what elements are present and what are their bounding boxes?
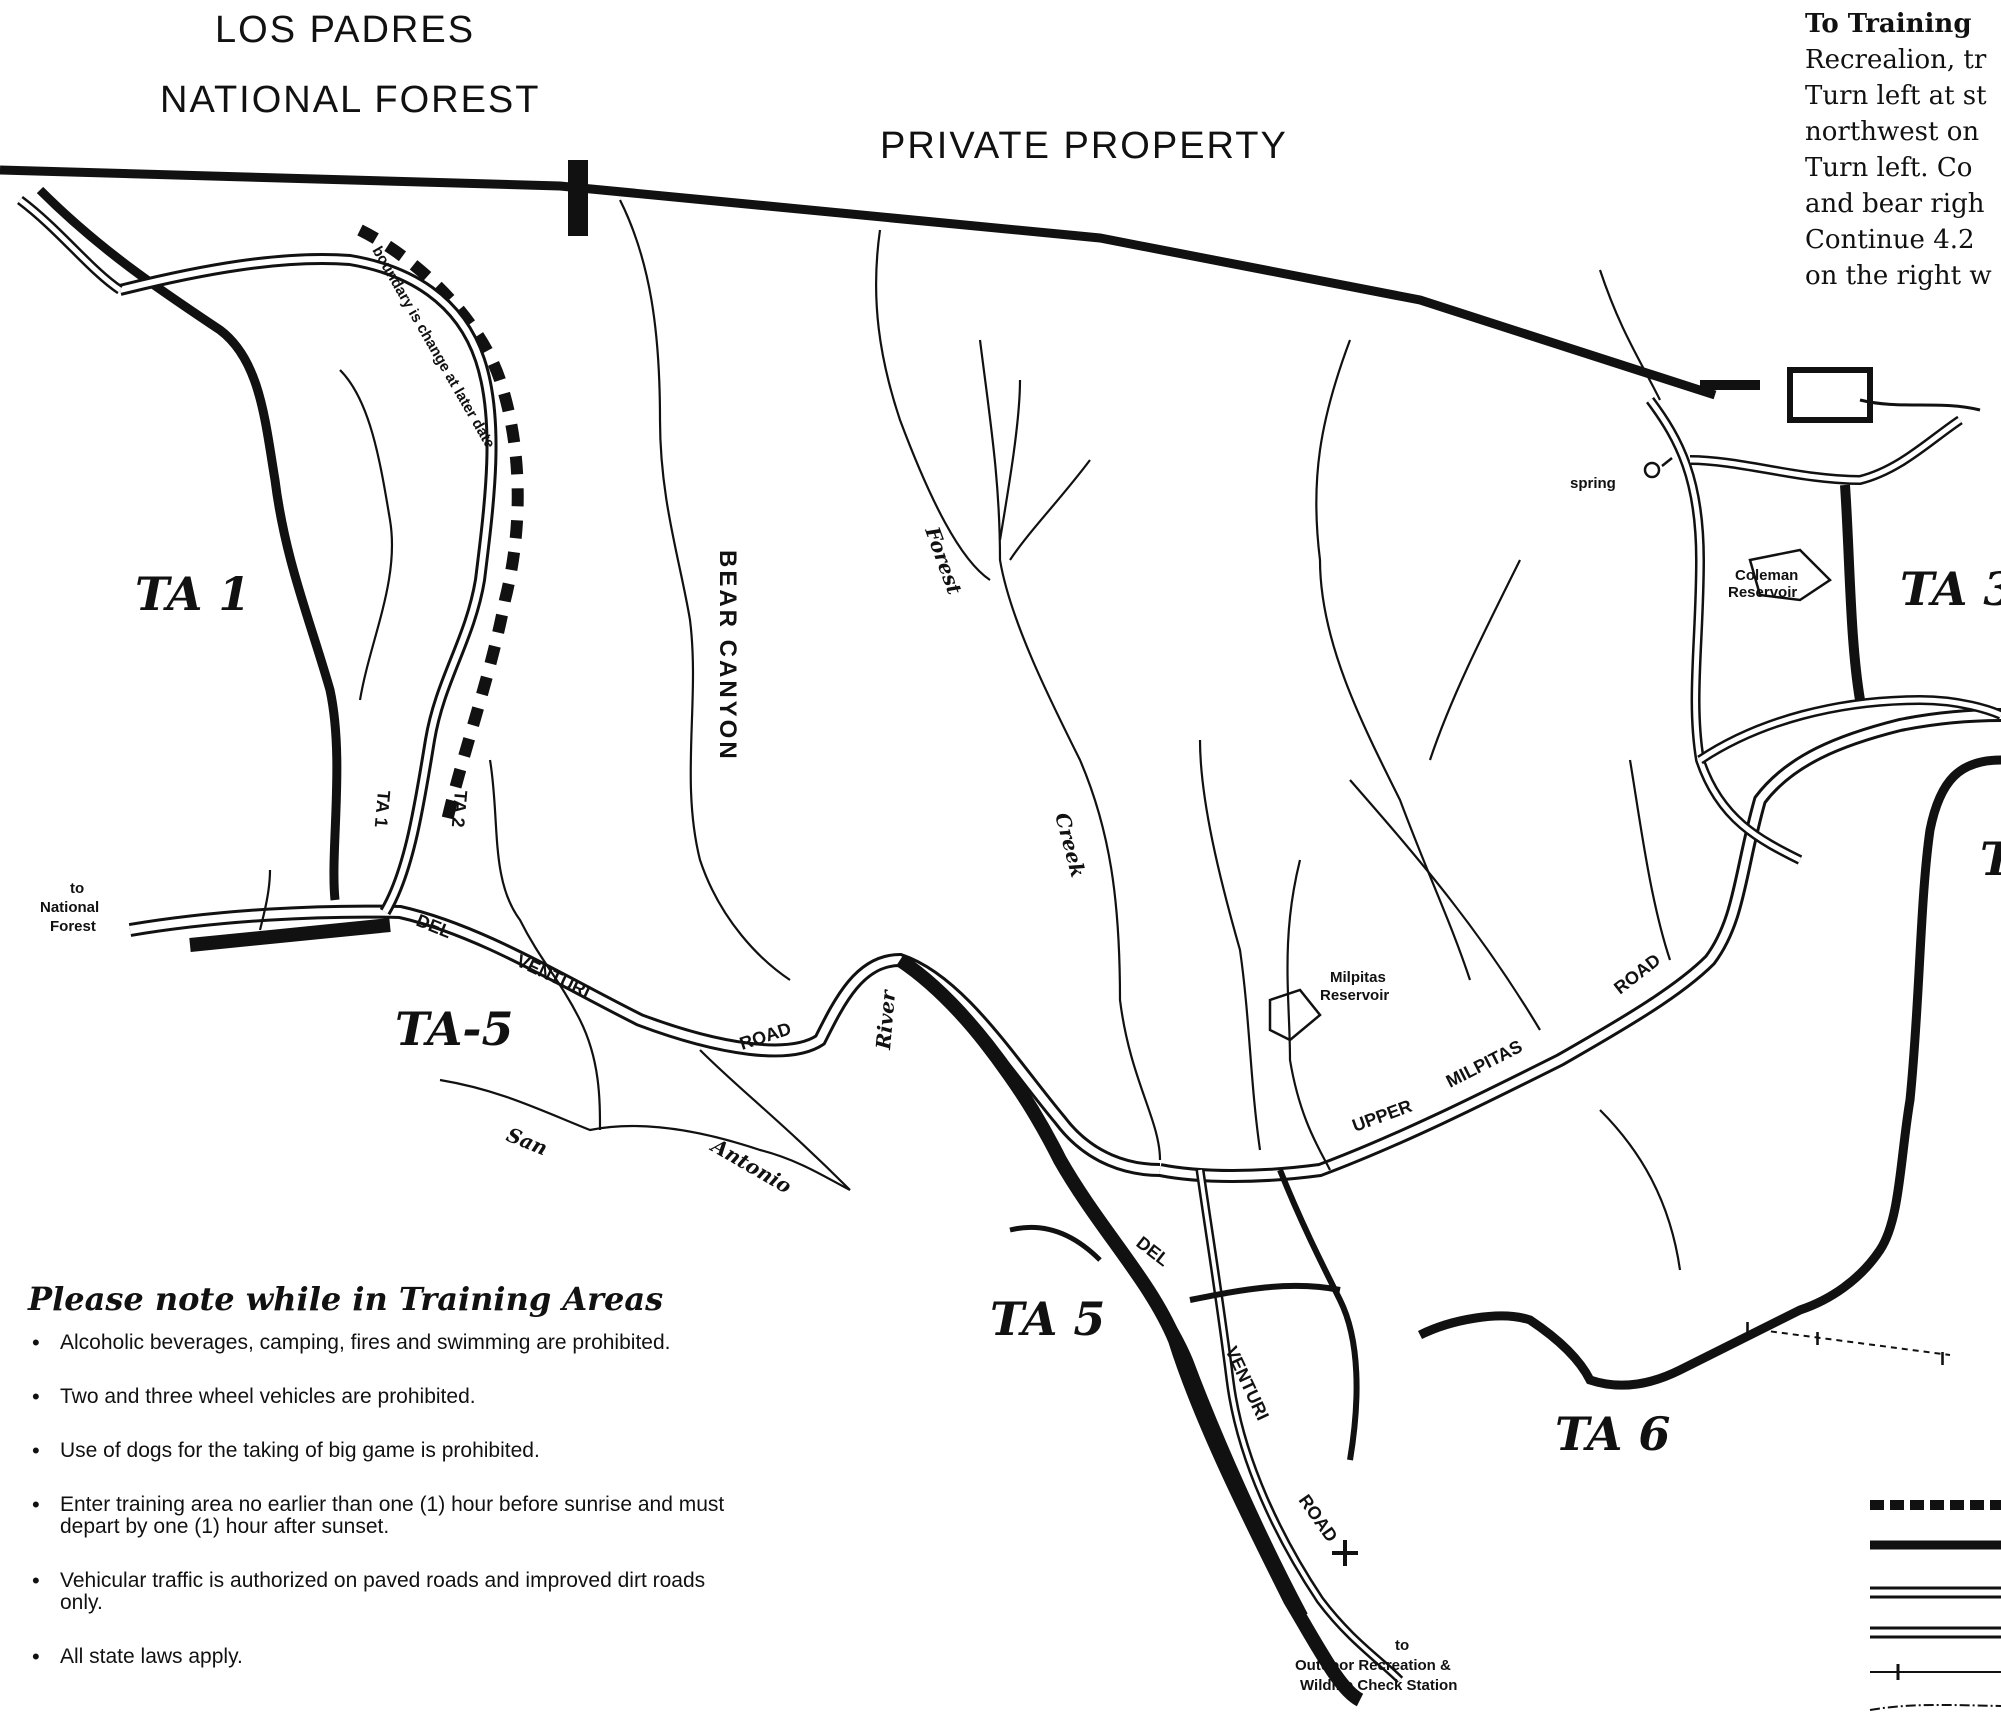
milpitas-reservoir-shape (1268, 988, 1322, 1042)
label-to-nf-3: Forest (50, 918, 96, 935)
label-to-nf-1: to (70, 880, 84, 897)
ta2-boundary-dashed (357, 224, 524, 832)
notes-title: Please note while in Training Areas (28, 1280, 664, 1318)
label-national-forest: NATIONAL FOREST (160, 79, 540, 121)
label-private-property: PRIVATE PROPERTY (880, 125, 1288, 167)
label-milpitas-2: Reservoir (1320, 987, 1389, 1004)
label-to-nf-2: National (40, 899, 99, 916)
streams (258, 199, 1682, 1271)
label-ta5-dash: TA-5 (395, 1002, 514, 1056)
label-coleman-1: Coleman (1735, 567, 1798, 584)
directions-line-1: Recrealion, tr (1805, 45, 1987, 75)
label-ta3: TA 3 (1900, 562, 2001, 616)
label-gate-2: I (1815, 1329, 1820, 1349)
legend-gate-swatch (1870, 1664, 2001, 1680)
south-del-venturi-road (896, 954, 1364, 1707)
note-item: Alcoholic beverages, camping, fires and … (32, 1332, 748, 1355)
gate-line (1759, 1329, 1951, 1356)
legend-stream-swatch (1869, 1703, 2001, 1711)
label-bear-canyon: BEAR CANYON (714, 550, 741, 762)
label-ta5: TA 5 (990, 1292, 1105, 1346)
directions-line-3: northwest on (1805, 117, 1979, 147)
directions-line-5: and bear righ (1805, 189, 1985, 219)
label-ta2-small: TA 2 (448, 790, 471, 829)
label-ta1: TA 1 (135, 567, 250, 621)
label-san: San (503, 1122, 551, 1160)
ta3-road-network (1645, 367, 2001, 865)
label-spring: spring (1570, 475, 1616, 492)
note-item: Vehicular traffic is authorized on paved… (32, 1570, 748, 1614)
ta1-west-boundary (36, 186, 342, 901)
ta5-cross-roads (1009, 1168, 1404, 1684)
ta1-access-road (16, 196, 498, 916)
del-venturi-road (128, 904, 1161, 1177)
label-antonio: Antonio (706, 1133, 796, 1199)
label-gate-3: I (1940, 1349, 1945, 1369)
note-item: Enter training area no earlier than one … (32, 1494, 748, 1538)
label-to-station-2: Outdoor Recreation & (1295, 1657, 1451, 1674)
label-road-3: ROAD (1610, 950, 1664, 998)
directions-line-7: on the right w (1805, 261, 1992, 291)
label-river: River (871, 988, 900, 1051)
legend-paved-swatch (1870, 1586, 2001, 1599)
label-to-station-3: Wildlife Check Station (1300, 1677, 1457, 1694)
label-gate-1: I (1745, 1319, 1750, 1339)
label-los-padres: LOS PADRES (215, 9, 475, 51)
note-item: Two and three wheel vehicles are prohibi… (32, 1386, 748, 1409)
spring-icon (1643, 457, 1673, 479)
legend-dirt-swatch (1870, 1626, 2001, 1639)
north-boundary (0, 160, 1760, 400)
label-coleman-2: Reservoir (1728, 584, 1797, 601)
training-area-notes: Please note while in Training Areas Alco… (28, 1280, 748, 1700)
directions-line-4: Turn left. Co (1805, 153, 1972, 183)
label-ta-partial: T (1980, 832, 2001, 886)
ta6-boundary (1417, 755, 2001, 1390)
label-creek: Creek (1050, 810, 1090, 880)
directions-heading: To Training (1805, 9, 1972, 39)
upper-milpitas-road (1158, 708, 2001, 1183)
label-ta1-small: TA 1 (371, 790, 394, 829)
label-ta6: TA 6 (1555, 1407, 1670, 1461)
label-to-station-1: to (1395, 1637, 1409, 1654)
label-venturi-1: VENTURI (513, 950, 593, 1002)
cross-marker-icon (1332, 1540, 1358, 1566)
reservoirs (1268, 548, 1832, 1042)
label-del-1: DEL (414, 910, 455, 942)
directions-line-2: Turn left at st (1805, 81, 1987, 111)
label-forest: Forest (920, 523, 967, 599)
directions-line-6: Continue 4.2 (1805, 225, 1975, 255)
note-item: All state laws apply. (32, 1646, 748, 1669)
label-milpitas-1: Milpitas (1330, 969, 1386, 986)
label-road-2: ROAD (1295, 1491, 1342, 1546)
legend (1869, 1500, 2001, 1711)
coleman-reservoir-shape (1748, 548, 1832, 602)
note-item: Use of dogs for the taking of big game i… (32, 1440, 748, 1463)
notes-list: Alcoholic beverages, camping, fires and … (28, 1332, 748, 1669)
